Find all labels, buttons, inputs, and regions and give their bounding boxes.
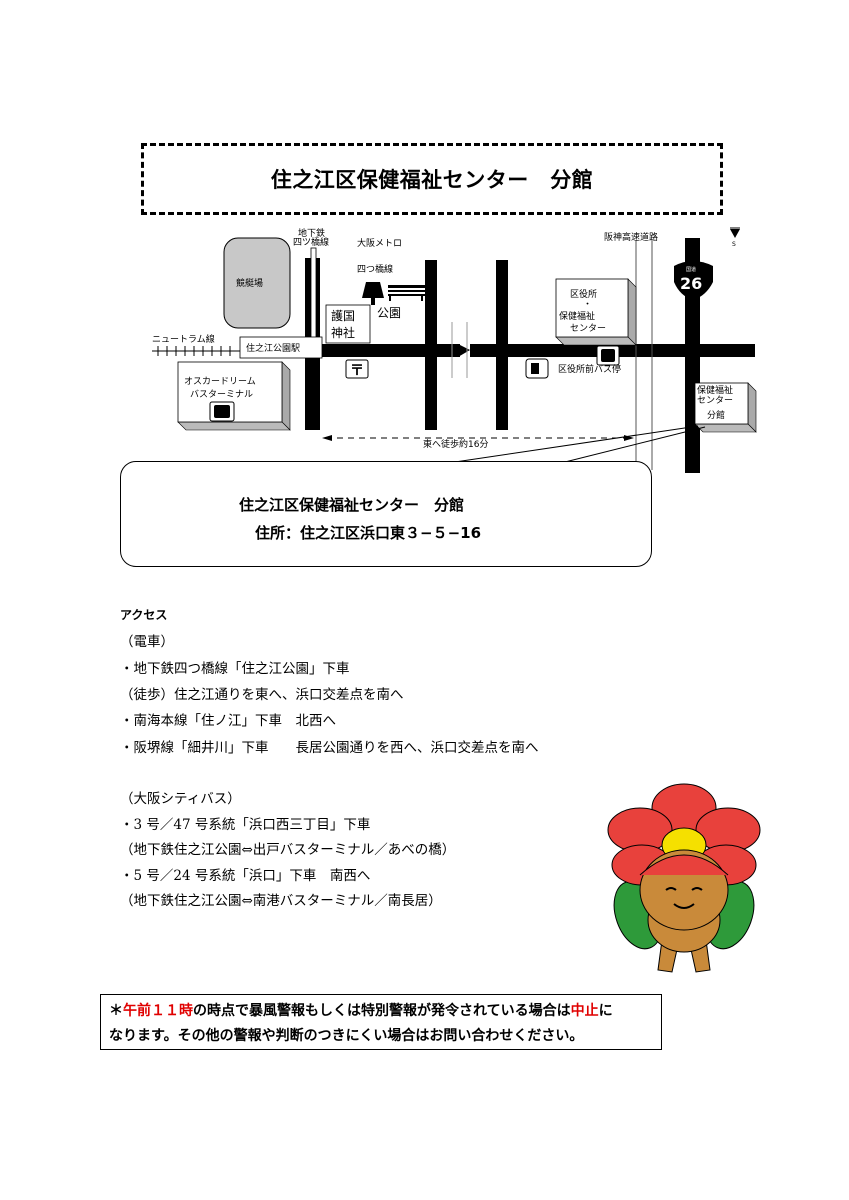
ward-office-label-3: 保健福祉 <box>559 310 595 322</box>
boat-race-area <box>223 237 291 329</box>
shrine-label-2: 神社 <box>331 325 355 340</box>
access-map: 競艇場 阪神高速道路 地下鉄 四ツ橋線 大阪メトロ 四つ橋線 公園 護国 神社 … <box>152 227 757 473</box>
route-26-sign: 国道 26 <box>674 261 713 300</box>
notice-cancel: 中止 <box>570 1003 599 1019</box>
metro-line-label: 四つ橋線 <box>357 263 393 275</box>
ward-office-dot: ・ <box>583 300 592 310</box>
route-prefix: 国道 <box>686 266 696 273</box>
bus-line: ・5 号／24 号系統「浜口」下車 南西へ <box>120 868 371 884</box>
subway-label: 地下鉄 <box>298 227 325 239</box>
address-callout: 住之江区保健福祉センター 分館 住所：住之江区浜口東３−５−16 <box>120 461 652 567</box>
access-heading: アクセス <box>120 608 168 622</box>
bus-terminal-label: オスカードリーム <box>184 376 256 387</box>
road-v3 <box>496 260 508 430</box>
facility-name: 住之江区保健福祉センター 分館 <box>239 496 465 514</box>
main-road-west <box>300 344 460 357</box>
notice-time: 午前１１時 <box>123 1003 193 1019</box>
shrine-label: 護国 <box>331 308 355 323</box>
notice-asterisk: ＊ <box>109 1003 123 1019</box>
north-mark: S <box>732 241 736 248</box>
notice-line-2: なります。その他の警報や判断のつきにくい場合はお問い合わせください。 <box>109 1028 584 1044</box>
route-number: 26 <box>680 274 702 293</box>
ward-office-label: 区役所 <box>570 288 597 300</box>
notice-text: の時点で暴風警報もしくは特別警報が発令されている場合は <box>193 1003 571 1019</box>
bus-stop-icon <box>596 345 620 366</box>
bus-heading: （大阪シティバス） <box>120 791 241 807</box>
train-line: ・地下鉄四つ橋線「住之江公園」下車 <box>120 661 350 677</box>
bus-stop-label: 区役所前バス停 <box>558 363 621 375</box>
facility-address: 住所：住之江区浜口東３−５−16 <box>255 524 482 542</box>
road-break <box>458 344 470 357</box>
walk-time-label: 東へ徒歩約16分 <box>423 438 488 450</box>
annex-label: 保健福祉 <box>697 384 733 396</box>
gas-station-icon <box>525 358 549 379</box>
north-arrow-icon: S <box>730 227 740 248</box>
tram-line-label: ニュートラム線 <box>152 333 215 345</box>
page-title: 住之江区保健福祉センター 分館 <box>270 168 594 192</box>
station-label: 住之江公園駅 <box>246 342 300 354</box>
bus-line: ・3 号／47 号系統「浜口西三丁目」下車 <box>120 817 371 833</box>
train-line: ・阪堺線「細井川」下車 長居公園通りを西へ、浜口交差点を南へ <box>120 740 539 756</box>
road-v2 <box>425 260 437 430</box>
train-line: （徒歩）住之江通りを東へ、浜口交差点を南へ <box>120 687 404 703</box>
mascot-illustration <box>607 783 761 973</box>
metro-label: 大阪メトロ <box>357 237 402 249</box>
annex-label-3: 分館 <box>707 409 725 421</box>
boat-race-label: 競艇場 <box>236 277 263 289</box>
park-label: 公園 <box>377 306 401 320</box>
annex-label-2: センター <box>697 395 733 406</box>
ward-office-label-4: センター <box>570 323 606 334</box>
bus-icon <box>209 401 235 422</box>
title-box: 住之江区保健福祉センター 分館 <box>141 143 723 215</box>
subway-line-label: 四ツ橋線 <box>293 236 329 248</box>
notice-text-end: に <box>598 1003 613 1019</box>
bus-line: （地下鉄住之江公園⇔南港バスターミナル／南長居） <box>120 893 442 909</box>
weather-notice: ＊午前１１時の時点で暴風警報もしくは特別警報が発令されている場合は中止に なりま… <box>100 994 662 1050</box>
tree-icon <box>362 282 384 305</box>
post-office-icon: 〒 <box>345 359 369 379</box>
train-line: ・南海本線「住ノ江」下車 北西へ <box>120 713 336 729</box>
bus-line: （地下鉄住之江公園⇔出戸バスターミナル／あべの橋） <box>120 842 456 858</box>
train-heading: （電車） <box>120 634 174 650</box>
bus-terminal-label-2: バスターミナル <box>190 389 253 400</box>
bench-icon <box>388 285 425 301</box>
svg-text:〒: 〒 <box>350 363 364 379</box>
expressway-label: 阪神高速道路 <box>604 231 658 243</box>
